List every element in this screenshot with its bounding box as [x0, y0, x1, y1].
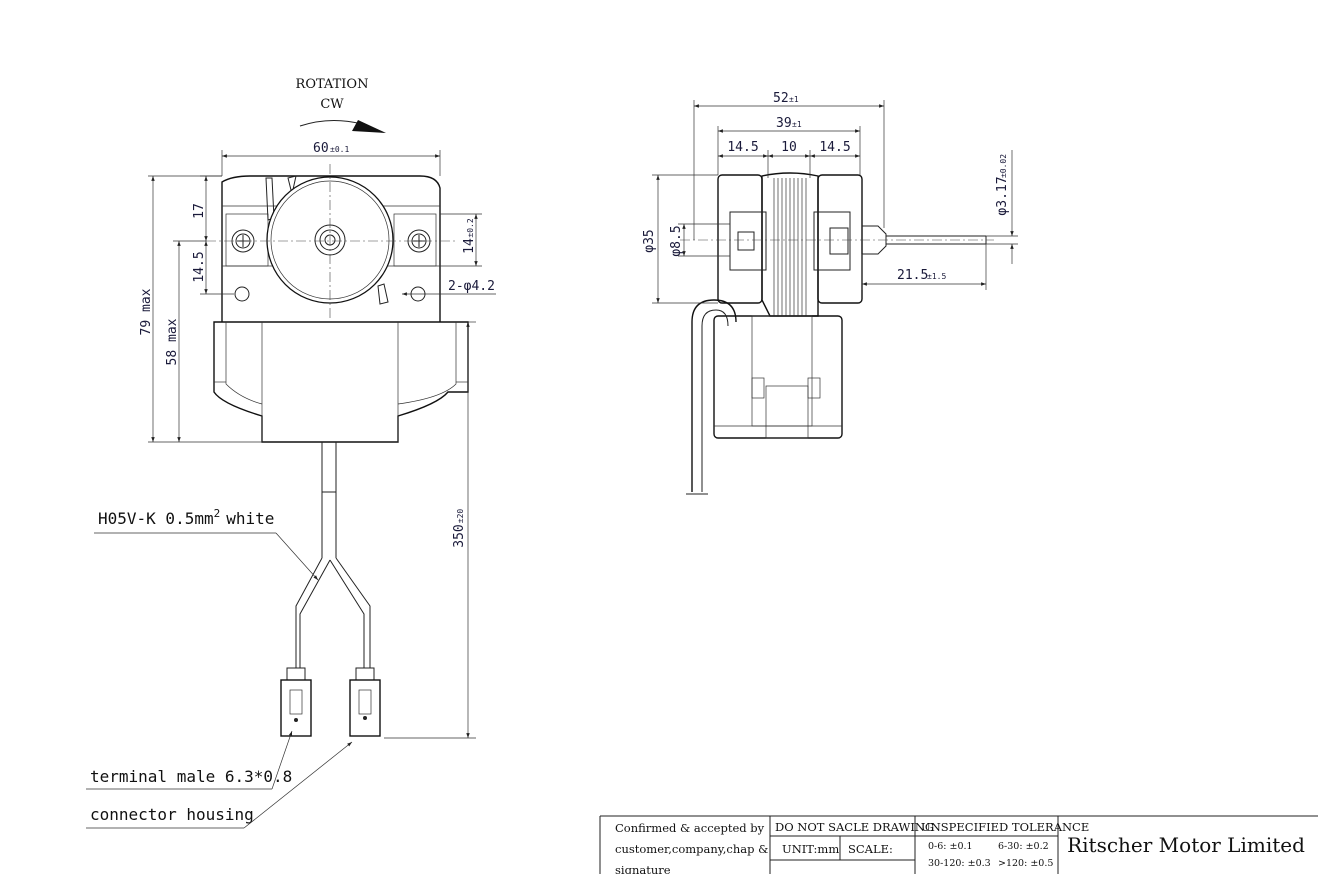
title-block: Confirmed & accepted by customer,company…: [599, 815, 1318, 874]
callout-housing: connector housing: [90, 805, 254, 824]
dim-seg-mid: 10: [781, 140, 797, 155]
side-view: 52 ±1 39 ±1 14.5 10 14.5 φ35 φ8.5 21.5 ±…: [642, 91, 1018, 495]
tb-tol-c: 30-120: ±0.3: [928, 858, 991, 869]
tb-tol-b: 6-30: ±0.2: [998, 841, 1049, 852]
tb-company: Ritscher Motor Limited: [1067, 833, 1305, 857]
tb-tol-d: >120: ±0.5: [998, 858, 1053, 869]
tb-confirm-line3: signature: [615, 863, 671, 874]
dim-width-tol: ±0.1: [330, 145, 349, 154]
tb-do-not-scale: DO NOT SACLE DRAWING: [775, 820, 934, 834]
tb-confirm-line1: Confirmed & accepted by: [615, 821, 765, 835]
tb-tol-a: 0-6: ±0.1: [928, 841, 973, 852]
rotation-arrow-icon: [352, 120, 386, 133]
dim-14-5: 14.5: [192, 251, 207, 282]
dim-seg-right: 14.5: [819, 140, 850, 155]
dim-seg-left: 14.5: [727, 140, 758, 155]
tb-tolerance-title: UNSPECIFIED TOLERANCE: [921, 820, 1089, 834]
dim-shaft-len: 21.5: [897, 268, 928, 283]
dim-shaft-dia-tol: ±0.02: [999, 154, 1008, 178]
dim-shaft-len-tol: ±1.5: [927, 272, 946, 281]
rotation-indicator: ROTATION CW: [296, 77, 386, 133]
dim-shaft-dia: φ3.17: [995, 176, 1010, 215]
dim-14-tol: ±0.2: [466, 218, 475, 237]
dim-17: 17: [192, 203, 207, 219]
dim-inner: 39: [776, 116, 792, 131]
rotation-direction: CW: [320, 97, 344, 112]
dim-14: 14: [462, 238, 477, 254]
front-view: 60 ±0.1 79 max 58 max 17 14.5 14 ±0.2 2-…: [139, 141, 496, 739]
dim-holes: 2-φ4.2: [448, 279, 495, 294]
tb-unit: UNIT:mm: [782, 842, 839, 856]
dim-width: 60: [313, 141, 329, 156]
dim-dia85: φ8.5: [669, 225, 684, 256]
dim-overall: 52: [773, 91, 789, 106]
dim-cable-len-tol: ±20: [456, 509, 465, 524]
dim-inner-tol: ±1: [792, 120, 802, 129]
rotation-label: ROTATION: [296, 77, 369, 92]
dim-height-max: 79 max: [139, 288, 154, 335]
dim-coil-max: 58 max: [165, 318, 180, 365]
dim-dia35: φ35: [642, 229, 657, 252]
dim-overall-tol: ±1: [789, 95, 799, 104]
tb-scale: SCALE:: [848, 842, 893, 856]
dim-cable-len: 350: [452, 524, 467, 547]
callout-terminal: terminal male 6.3*0.8: [90, 767, 292, 786]
tb-confirm-line2: customer,company,chap &: [615, 842, 768, 856]
